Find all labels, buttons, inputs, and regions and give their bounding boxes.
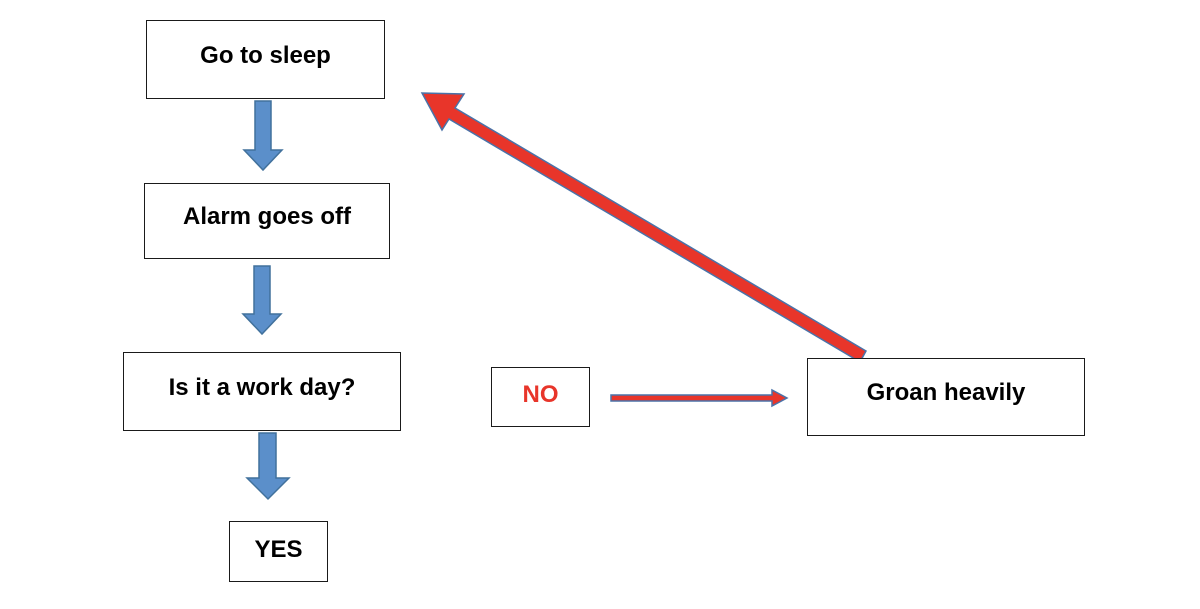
groan-heavily-label: Groan heavily: [866, 379, 1026, 406]
arrow-workday-to-yes: [245, 432, 291, 501]
no-box: NO: [491, 367, 590, 427]
go-to-sleep-label: Go to sleep: [200, 41, 331, 69]
groan-heavily-box: Groan heavily: [807, 358, 1085, 436]
arrow-alarm-to-workday: [241, 265, 283, 336]
alarm-goes-off-box: Alarm goes off: [144, 183, 390, 259]
arrow-groan-to-sleep: [420, 92, 868, 364]
go-to-sleep-box: Go to sleep: [146, 20, 385, 99]
no-label: NO: [522, 381, 559, 408]
alarm-goes-off-label: Alarm goes off: [182, 203, 352, 230]
arrow-sleep-to-alarm: [242, 100, 284, 172]
yes-label: YES: [254, 535, 303, 563]
is-it-a-work-day-box: Is it a work day?: [123, 352, 401, 431]
yes-box: YES: [229, 521, 328, 582]
arrow-no-to-groan: [610, 388, 789, 408]
is-it-a-work-day-label: Is it a work day?: [168, 373, 356, 401]
